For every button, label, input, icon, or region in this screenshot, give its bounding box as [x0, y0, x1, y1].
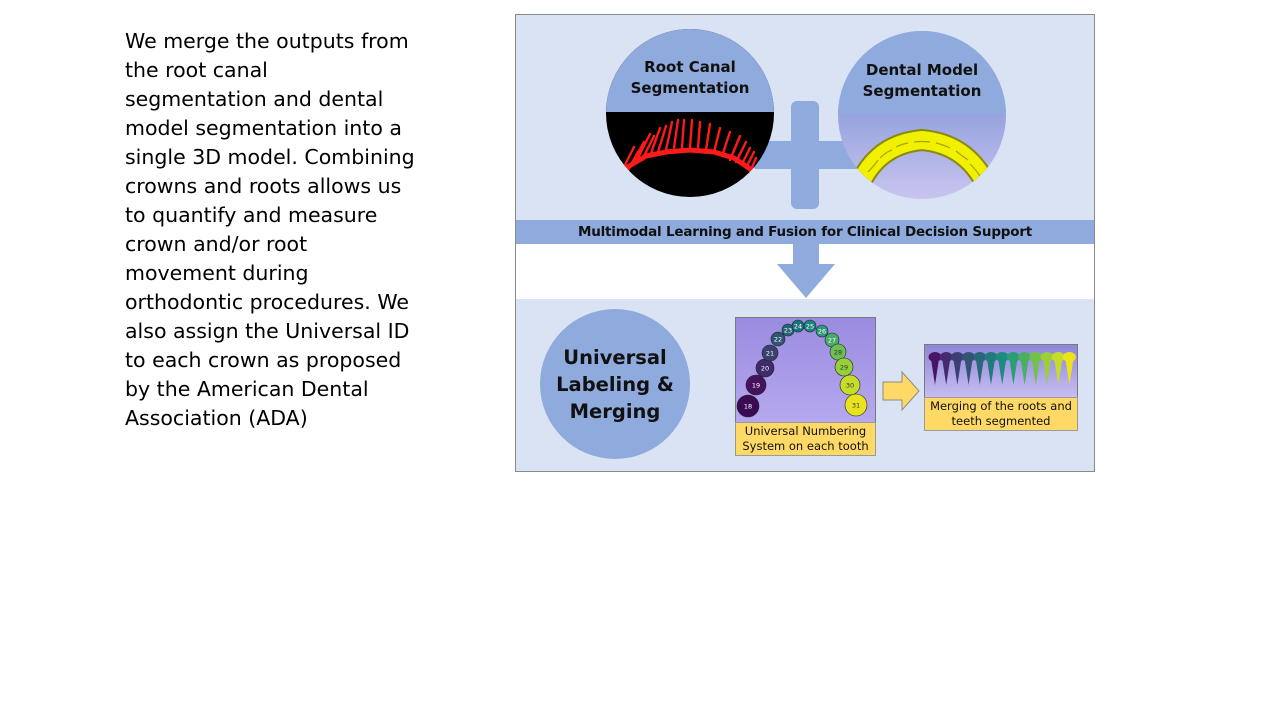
tooth-number: 21 — [766, 350, 774, 358]
tooth-root — [953, 359, 962, 385]
tooth-root — [987, 359, 995, 385]
pipeline-figure: Root Canal Segmentation Dental Model Seg… — [515, 14, 1095, 472]
dental-model-image — [849, 128, 997, 195]
tooth-crown — [950, 352, 964, 362]
tooth-root — [1009, 359, 1018, 385]
tooth — [745, 374, 767, 396]
tooth — [803, 319, 817, 333]
tooth-crown — [1029, 352, 1043, 362]
dental-model-circle: Dental Model Segmentation — [838, 31, 1006, 199]
tooth-crown — [984, 352, 998, 362]
tooth-number: 20 — [761, 365, 769, 373]
tooth-crown — [928, 352, 942, 362]
merging-caption: Merging of the roots and teeth segmented — [924, 397, 1078, 431]
tooth-root — [1031, 359, 1040, 385]
tooth-root — [942, 359, 951, 385]
tooth-number: 25 — [806, 323, 814, 331]
tooth — [815, 324, 829, 338]
tooth-root — [975, 359, 984, 385]
tooth-number: 27 — [828, 337, 836, 345]
root-canal-circle: Root Canal Segmentation — [606, 29, 774, 197]
labeling-circle: Universal Labeling & Merging — [540, 309, 690, 459]
tooth-number: 22 — [774, 336, 782, 344]
root-canal-label: Root Canal Segmentation — [630, 58, 750, 97]
plus-icon — [751, 101, 861, 209]
tooth-root — [1054, 359, 1063, 385]
tooth — [761, 344, 779, 362]
tooth — [834, 357, 854, 377]
tooth-crown — [973, 352, 987, 362]
tooth — [839, 374, 861, 396]
tooth — [770, 331, 786, 347]
body-paragraph: We merge the outputs from the root canal… — [125, 29, 415, 430]
tooth-root — [1043, 359, 1051, 385]
labeling-label: Universal Labeling & Merging — [556, 345, 674, 423]
merging-caption-text: Merging of the roots and teeth segmented — [930, 399, 1072, 428]
banner: Multimodal Learning and Fusion for Clini… — [516, 220, 1094, 244]
tooth-crown — [1006, 352, 1020, 362]
merging-image — [924, 344, 1078, 398]
tooth-number: 19 — [752, 382, 760, 390]
tooth-crown — [939, 352, 953, 362]
down-arrow-icon — [777, 244, 835, 298]
merged-roots-teeth — [928, 352, 1076, 385]
tooth-number: 31 — [852, 402, 860, 410]
tooth-root — [931, 359, 939, 385]
dental-model-label: Dental Model Segmentation — [862, 61, 982, 100]
tooth-crown — [1062, 352, 1076, 362]
tooth-root — [964, 359, 973, 385]
tooth — [844, 393, 868, 417]
tooth-crown — [962, 352, 976, 362]
numbering-caption: Universal Numbering System on each tooth — [735, 422, 876, 456]
tooth-number: 30 — [846, 382, 854, 390]
tooth-crown — [995, 352, 1009, 362]
right-arrow-icon — [882, 371, 920, 411]
tooth-root — [1065, 359, 1074, 385]
body-text: We merge the outputs from the root canal… — [125, 27, 415, 433]
tooth-number: 18 — [744, 403, 752, 411]
tooth-number: 24 — [794, 323, 802, 331]
tooth-root — [998, 359, 1007, 385]
tooth-number: 26 — [818, 328, 826, 336]
tooth-root — [1020, 359, 1029, 385]
numbering-caption-text: Universal Numbering System on each tooth — [742, 424, 869, 453]
tooth-crown — [1040, 352, 1054, 362]
tooth — [736, 394, 760, 418]
root-canal-image — [622, 118, 758, 174]
tooth-crown — [1018, 352, 1032, 362]
tooth-crown — [1051, 352, 1065, 362]
tooth-number: 23 — [784, 327, 792, 335]
tooth-number: 29 — [840, 364, 848, 372]
tooth-number: 28 — [834, 349, 842, 357]
